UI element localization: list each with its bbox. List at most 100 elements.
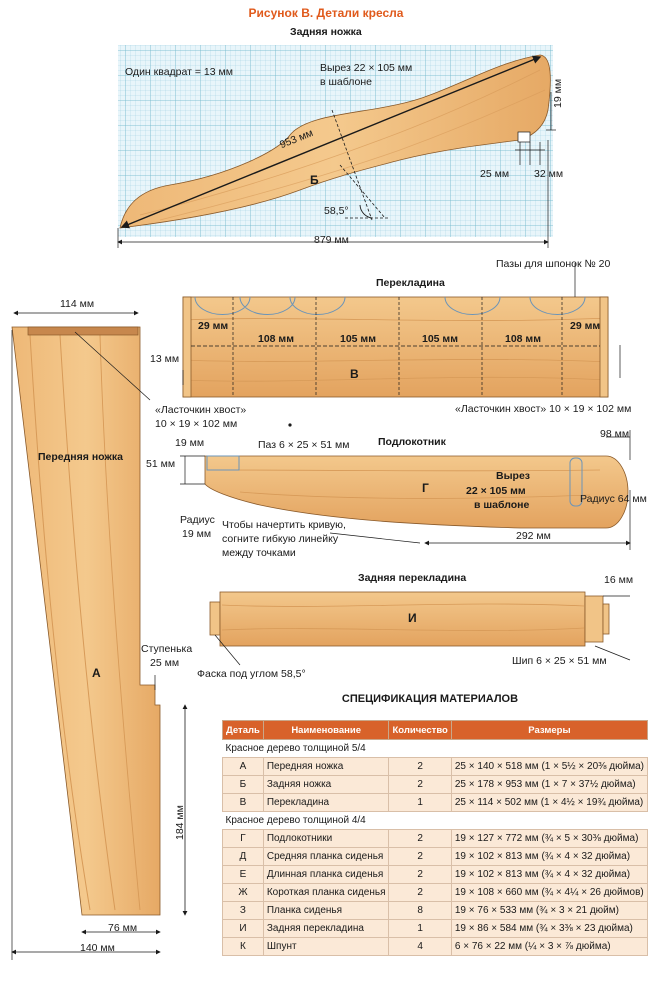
spec-cell-name: Перекладина	[262, 793, 390, 812]
back-rail-board	[219, 591, 586, 647]
back-leg-dim-19: 19 мм	[552, 78, 564, 108]
spec-cell-size: 25 × 140 × 518 мм (1 × 5½ × 20⅜ дюйма)	[450, 757, 648, 776]
rail-dim-5: 108 мм	[505, 333, 541, 345]
rail-dim-6: 29 мм	[570, 320, 601, 332]
spec-cell-part: А	[222, 757, 264, 776]
spec-cell-name: Планка сиденья	[262, 901, 390, 920]
armrest-curve-2: согните гибкую линейку	[222, 533, 339, 545]
spec-title: СПЕЦИФИКАЦИЯ МАТЕРИАЛОВ	[341, 693, 519, 705]
table-row: Е Длинная планка сиденья 2 19 × 102 × 81…	[222, 865, 648, 884]
spec-header-row: Деталь Наименование Количество Размеры	[222, 720, 648, 740]
spec-cell-size: 19 × 127 × 772 мм (¾ × 5 × 30⅜ дюйма)	[450, 829, 648, 848]
spec-cell-part: Г	[222, 829, 264, 848]
armrest-shape	[204, 455, 629, 529]
figure-title: Рисунок В. Детали кресла	[248, 6, 404, 20]
spec-cell-part: В	[222, 793, 264, 812]
rail-dim-2: 108 мм	[258, 333, 294, 345]
front-leg-step-2: 25 мм	[150, 657, 180, 669]
spec-cell-size: 25 × 114 × 502 мм (1 × 4½ × 19¾ дюйма)	[450, 793, 648, 812]
rail-dim-13: 13 мм	[150, 353, 180, 365]
spec-group-label: Красное дерево толщиной 4/4	[222, 811, 648, 830]
front-leg-dim-140: 140 мм	[80, 942, 115, 954]
table-row: В Перекладина 1 25 × 114 × 502 мм (1 × 4…	[222, 793, 648, 812]
rail-dim-1: 29 мм	[198, 320, 229, 332]
armrest-dim-98: 98 мм	[600, 428, 630, 440]
part-letter-b: Б	[310, 173, 319, 187]
table-row: Б Задняя ножка 2 25 × 178 × 953 мм (1 × …	[222, 775, 648, 794]
rail-dovetail-note: «Ласточкин хвост» 10 × 19 × 102 мм	[455, 403, 632, 415]
back-leg-cutout-note-1: Вырез 22 × 105 мм	[320, 62, 413, 74]
spec-header-size: Размеры	[450, 720, 648, 740]
spec-cell-qty: 2	[388, 865, 452, 884]
back-leg-dim-25: 25 мм	[480, 168, 510, 180]
part-letter-a: А	[92, 666, 101, 680]
table-row: З Планка сиденья 8 19 × 76 × 533 мм (¾ ×…	[222, 901, 648, 920]
armrest-radius-64: Радиус 64 мм	[580, 493, 647, 505]
spec-cell-part: Д	[222, 847, 264, 866]
armrest-curve-3: между точками	[222, 547, 296, 559]
back-rail-dim-16: 16 мм	[604, 574, 634, 586]
spec-cell-qty: 1	[388, 919, 452, 938]
armrest-groove: Паз 6 × 25 × 51 мм	[258, 439, 350, 451]
spec-cell-size: 19 × 102 × 813 мм (¾ × 4 × 32 дюйма)	[450, 865, 648, 884]
spec-cell-part: К	[222, 937, 264, 956]
back-leg-cutout-note-2: в шаблоне	[320, 76, 373, 88]
armrest-curve-1: Чтобы начертить кривую,	[222, 519, 346, 531]
spec-cell-part: Б	[222, 775, 264, 794]
armrest-drawing	[180, 423, 631, 550]
part-letter-g: Г	[422, 481, 429, 495]
table-row: А Передняя ножка 2 25 × 140 × 518 мм (1 …	[222, 757, 648, 776]
armrest-radius-19-2: 19 мм	[182, 528, 212, 540]
front-leg-dovetail-1: «Ласточкин хвост»	[155, 404, 247, 416]
armrest-title: Подлокотник	[378, 436, 446, 448]
spec-cell-size: 19 × 86 × 584 мм (¾ × 3⅜ × 23 дюйма)	[450, 919, 648, 938]
back-leg-drawing	[117, 45, 556, 248]
spec-group-row: Красное дерево толщиной 5/4	[222, 739, 648, 758]
part-letter-i: И	[408, 611, 417, 625]
spec-header-part: Деталь	[222, 720, 264, 740]
table-row: Ж Короткая планка сиденья 2 19 × 108 × 6…	[222, 883, 648, 902]
armrest-cutout-1: Вырез	[496, 470, 531, 482]
spec-cell-qty: 1	[388, 793, 452, 812]
spec-cell-name: Короткая планка сиденья	[262, 883, 390, 902]
back-leg-angle: 58,5°	[324, 205, 349, 217]
back-rail-title: Задняя перекладина	[358, 572, 467, 584]
armrest-cutout-2: 22 × 105 мм	[466, 485, 526, 497]
spec-cell-size: 19 × 108 × 660 мм (¾ × 4¼ × 26 дюймов)	[450, 883, 648, 902]
table-row: К Шпунт 4 6 × 76 × 22 мм (¼ × 3 × ⅞ дюйм…	[222, 937, 648, 956]
spec-cell-qty: 2	[388, 847, 452, 866]
front-leg-title: Передняя ножка	[38, 451, 123, 463]
rail-title: Перекладина	[376, 277, 445, 289]
armrest-dim-292: 292 мм	[516, 530, 551, 542]
back-leg-width-dim: 879 мм	[314, 234, 349, 246]
spec-header-qty: Количество	[388, 720, 452, 740]
spec-cell-name: Передняя ножка	[262, 757, 390, 776]
table-row: Д Средняя планка сиденья 2 19 × 102 × 81…	[222, 847, 648, 866]
table-row: Г Подлокотники 2 19 × 127 × 772 мм (¾ × …	[222, 829, 648, 848]
front-leg-top-dim: 114 мм	[60, 298, 95, 310]
spec-cell-size: 6 × 76 × 22 мм (¼ × 3 × ⅞ дюйма)	[450, 937, 648, 956]
back-leg-dim-32: 32 мм	[534, 168, 564, 180]
spec-header-name: Наименование	[262, 720, 390, 740]
spec-cell-name: Задняя перекладина	[262, 919, 390, 938]
spec-cell-name: Длинная планка сиденья	[262, 865, 390, 884]
spec-cell-name: Средняя планка сиденья	[262, 847, 390, 866]
front-leg-drawing	[11, 310, 188, 960]
armrest-dim-19: 19 мм	[175, 437, 205, 449]
front-leg-shape	[11, 326, 161, 916]
spec-group-row: Красное дерево толщиной 4/4	[222, 811, 648, 830]
spec-cell-size: 19 × 102 × 813 мм (¾ × 4 × 32 дюйма)	[450, 847, 648, 866]
spec-group-label: Красное дерево толщиной 5/4	[222, 739, 648, 758]
spec-cell-size: 25 × 178 × 953 мм (1 × 7 × 37½ дюйма)	[450, 775, 648, 794]
scale-note: Один квадрат = 13 мм	[125, 66, 233, 78]
spec-cell-qty: 2	[388, 757, 452, 776]
spec-cell-qty: 8	[388, 901, 452, 920]
back-rail-tenon: Шип 6 × 25 × 51 мм	[512, 655, 607, 667]
rail-board	[182, 296, 609, 398]
spec-table: Деталь Наименование Количество Размеры К…	[222, 720, 648, 956]
front-leg-dovetail-2: 10 × 19 × 102 мм	[155, 418, 238, 430]
spec-cell-size: 19 × 76 × 533 мм (¾ × 3 × 21 дюйм)	[450, 901, 648, 920]
front-leg-dim-76: 76 мм	[108, 922, 138, 934]
spec-cell-qty: 2	[388, 775, 452, 794]
